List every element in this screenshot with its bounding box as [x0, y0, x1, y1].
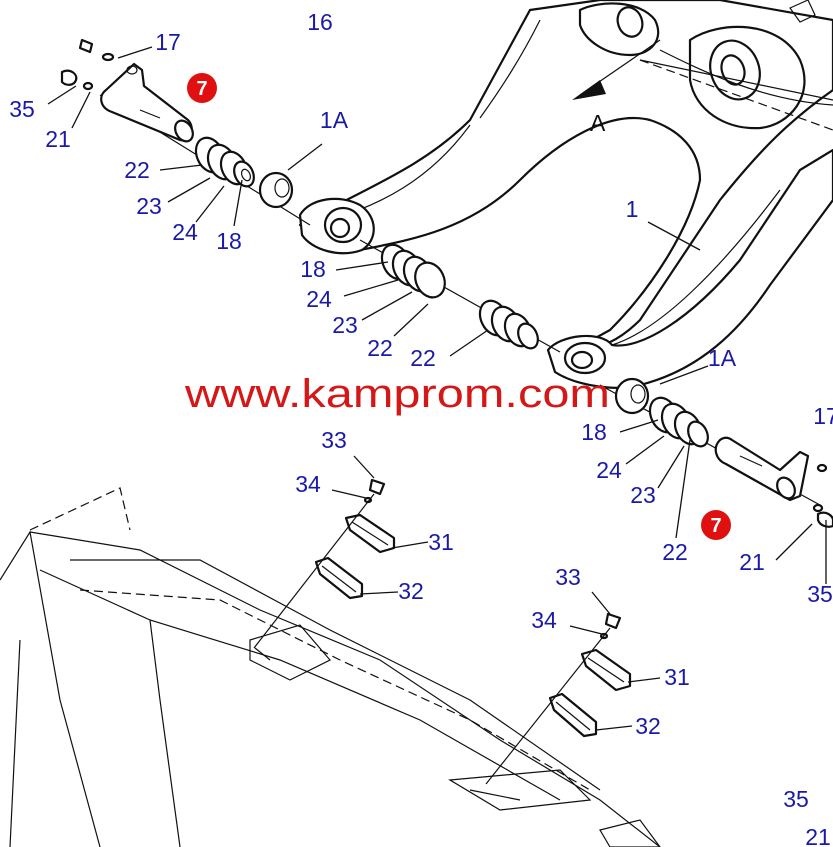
callout-number: 35 — [783, 786, 809, 812]
callout-number: 33 — [555, 564, 581, 590]
callout-leader-line — [591, 591, 611, 615]
callout-number: 33 — [321, 427, 347, 453]
callout-number: 1A — [708, 345, 737, 371]
callout-number: 35 — [807, 581, 833, 607]
watermark-text: www.kamprom.com — [184, 372, 610, 416]
callout-leader-line — [625, 435, 665, 465]
callout-number: 18 — [581, 419, 607, 445]
part-badge-circle — [187, 73, 217, 103]
callout-leader-line — [393, 303, 429, 337]
callout-number: 34 — [531, 607, 557, 633]
left-pin-assembly — [60, 38, 446, 299]
callout-number: 17 — [813, 403, 833, 429]
callout-number: 1A — [320, 107, 349, 133]
callout-number: 18 — [216, 228, 242, 254]
callout-number: 23 — [332, 312, 358, 338]
callout-number: 34 — [295, 471, 321, 497]
callout-number: 31 — [664, 664, 690, 690]
part-badge-circle — [701, 510, 731, 540]
callout-number: 22 — [367, 335, 393, 361]
callout-leader-line — [659, 365, 709, 385]
callout-leader-line — [159, 164, 203, 171]
callout-number: 24 — [172, 219, 198, 245]
direction-label: A — [590, 110, 606, 136]
callout-leader-line — [647, 221, 701, 251]
callout-number: 23 — [630, 482, 656, 508]
callout-number: 23 — [136, 193, 162, 219]
callout-leader-line — [353, 455, 375, 479]
callout-leader-line — [343, 279, 399, 297]
lift-arm-drawing: A — [99, 0, 833, 506]
callout-leader-line — [331, 489, 367, 499]
callout-leader-line — [775, 523, 813, 561]
callout-leader-line — [675, 439, 691, 539]
callout-number: 24 — [596, 457, 622, 483]
callout-number: 16 — [87, 0, 113, 2]
callout-leader-line — [595, 725, 633, 731]
callout-leader-line — [627, 677, 661, 683]
callout-leader-line — [359, 591, 399, 595]
callout-number: 17 — [155, 29, 181, 55]
callout-leader-line — [233, 179, 243, 227]
part-badge-number: 7 — [710, 515, 721, 537]
bucket-drawing — [0, 487, 661, 847]
callout-leader-line — [449, 329, 489, 357]
callout-number: 1 — [626, 196, 639, 222]
callout-number: 18 — [300, 256, 326, 282]
callout-leader-line — [335, 261, 389, 271]
callout-leader-line — [619, 419, 659, 433]
part-badges: 77 — [187, 73, 731, 540]
callout-leader-line — [47, 85, 77, 105]
callout-number: 21 — [739, 549, 765, 575]
stopper-plates — [253, 478, 632, 785]
callout-leader-line — [167, 177, 211, 203]
right-pin-assembly — [478, 299, 833, 528]
callout-number: 31 — [428, 529, 454, 555]
callout-leader-line — [569, 625, 603, 635]
callout-number: 21 — [45, 126, 71, 152]
callout-number: 22 — [662, 539, 688, 565]
callout-leader-line — [361, 291, 413, 321]
callout-number: 32 — [635, 713, 661, 739]
callout-number: 22 — [410, 345, 436, 371]
callout-leader-line — [195, 185, 225, 223]
callout-leader-line — [391, 541, 429, 549]
callout-leader-line — [71, 91, 91, 129]
part-badge-number: 7 — [196, 78, 207, 100]
callout-leader-line — [117, 46, 153, 59]
callout-number: 21 — [805, 824, 831, 847]
callout-number: 32 — [398, 578, 424, 604]
callout-number: 16 — [307, 9, 333, 35]
callout-number: 24 — [306, 286, 332, 312]
callout-leader-line — [657, 445, 685, 489]
callout-labels: 16161735211A22232418118242322221A1718242… — [9, 0, 833, 847]
callout-number: 22 — [124, 157, 150, 183]
callout-leader-line — [287, 143, 323, 171]
callout-number: 35 — [9, 96, 35, 122]
